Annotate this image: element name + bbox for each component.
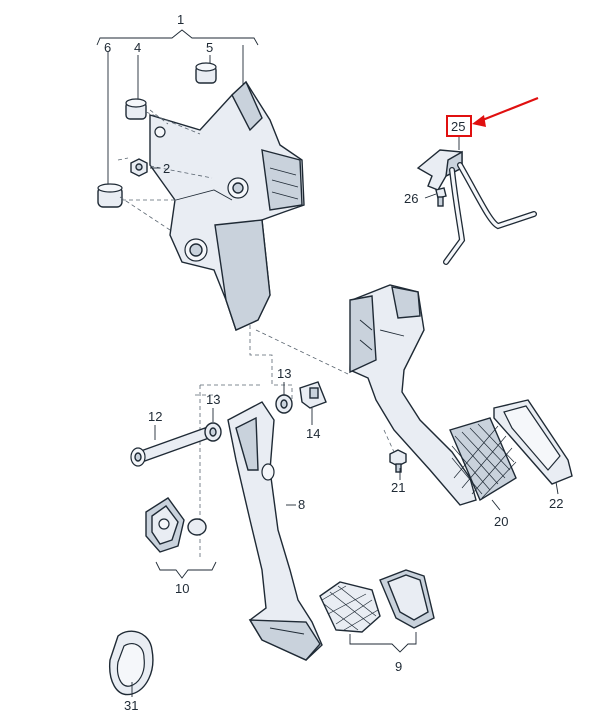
pedal-lever-item-8 bbox=[227, 401, 323, 661]
callout-20: 20 bbox=[494, 514, 508, 529]
callout-12: 12 bbox=[148, 409, 162, 424]
screw-item-26 bbox=[435, 187, 447, 207]
callout-6: 6 bbox=[104, 40, 111, 55]
bracket-item-1 bbox=[96, 29, 259, 185]
pedal-bracket bbox=[149, 80, 305, 331]
bushing-item-13b bbox=[275, 394, 293, 414]
pedal-pad-item-22 bbox=[493, 399, 573, 485]
bushing-item-5 bbox=[195, 62, 217, 84]
callout-4: 4 bbox=[134, 40, 141, 55]
accelerator-pedal-item-20 bbox=[349, 284, 517, 506]
rod-item-25 bbox=[443, 162, 537, 265]
callout-5: 5 bbox=[206, 40, 213, 55]
callout-13a: 13 bbox=[206, 392, 220, 407]
boot-item-31 bbox=[109, 630, 154, 696]
callout-9: 9 bbox=[395, 659, 402, 674]
callout-1: 1 bbox=[177, 12, 184, 27]
nut-item-2 bbox=[130, 158, 148, 177]
highlight-callout-25 bbox=[446, 96, 539, 137]
callout-31: 31 bbox=[124, 698, 138, 713]
callout-25: 25 bbox=[451, 119, 465, 134]
pedal-pad-item-9b bbox=[379, 569, 435, 629]
callout-26: 26 bbox=[404, 191, 418, 206]
pedal-pad-item-9a bbox=[319, 581, 381, 633]
screw-item-21 bbox=[389, 449, 407, 473]
bushing-item-13a bbox=[204, 422, 222, 442]
callout-21: 21 bbox=[391, 480, 405, 495]
switch-item-10 bbox=[145, 497, 207, 553]
callout-22: 22 bbox=[549, 496, 563, 511]
bushing-item-6 bbox=[97, 183, 123, 208]
bushing-item-4 bbox=[125, 98, 147, 120]
clip-item-14 bbox=[299, 381, 327, 409]
callout-8: 8 bbox=[298, 497, 305, 512]
callout-13b: 13 bbox=[277, 366, 291, 381]
callout-10: 10 bbox=[175, 581, 189, 596]
callout-2: 2 bbox=[163, 161, 170, 176]
pin-item-12 bbox=[130, 427, 210, 467]
callout-14: 14 bbox=[306, 426, 320, 441]
